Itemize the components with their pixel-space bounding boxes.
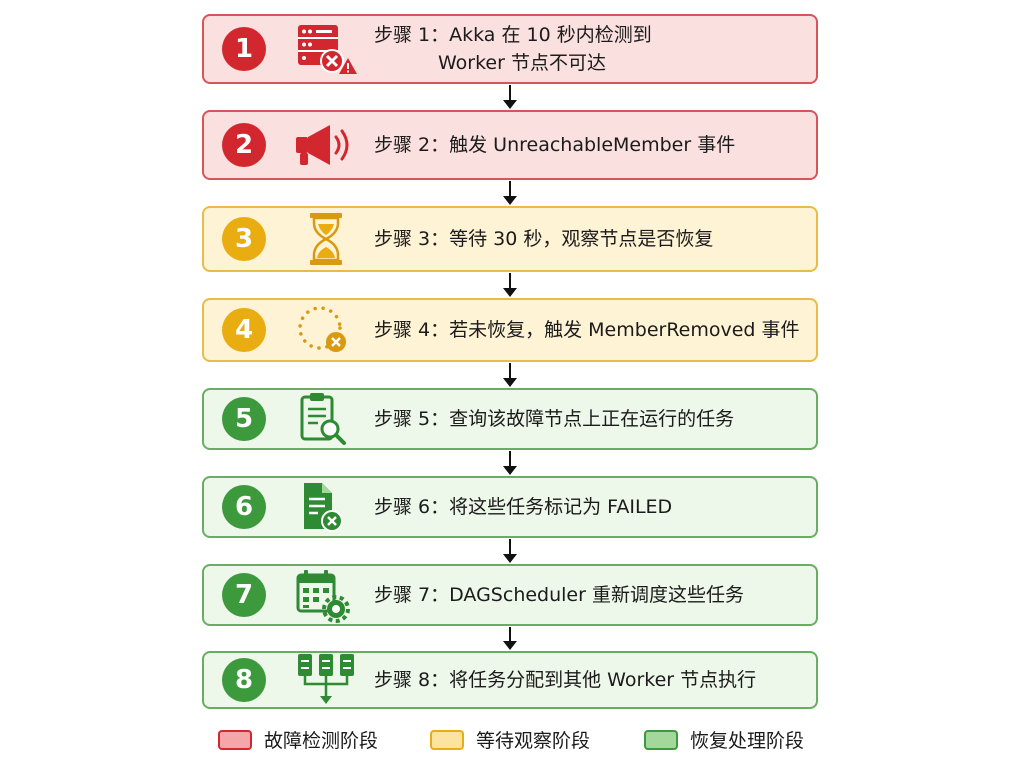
step-4-number: 4 [222,308,266,352]
arrow-5-6 [503,451,517,475]
legend-label-waiting: 等待观察阶段 [476,730,591,752]
arrow-1-2 [503,85,517,109]
step-3-number: 3 [222,217,266,261]
arrow-2-3 [503,181,517,205]
step-4-box: 4 步骤 4：若未恢复，触发 MemberRemoved 事件 [202,298,818,362]
step-6-label: 步骤 6：将这些任务标记为 FAILED [374,496,673,518]
legend-item-recovery: 恢复处理阶段 [644,726,804,753]
arrow-6-7 [503,539,517,563]
step-1-box: 1 步骤 1：Akka 在 10 秒内检测到 W [202,14,818,84]
legend-item-waiting: 等待观察阶段 [430,726,590,753]
arrow-7-8 [503,627,517,650]
legend-swatch-red [218,729,252,750]
legend-label-recovery: 恢复处理阶段 [690,730,805,752]
legend-swatch-yellow [430,729,464,750]
hourglass-icon [292,211,360,267]
arrow-3-4 [503,273,517,297]
step-5-box: 5 步骤 5：查询该故障节点上正在运行的任务 [202,388,818,450]
step-2-number: 2 [222,123,266,167]
step-7-number: 7 [222,573,266,617]
step-6-box: 6 步骤 6：将这些任务标记为 FAILED [202,476,818,538]
step-1-label-line2: Worker 节点不可达 [438,52,606,74]
legend-label-detection: 故障检测阶段 [264,730,379,752]
legend-item-detection: 故障检测阶段 [218,726,378,753]
step-2-box: 2 步骤 2：触发 UnreachableMember 事件 [202,110,818,180]
calendar-gear-icon [292,567,360,623]
megaphone-icon [292,117,360,173]
step-1-number: 1 [222,27,266,71]
dotted-circle-remove-icon [292,302,360,358]
document-x-icon [292,479,360,535]
step-8-label: 步骤 8：将任务分配到其他 Worker 节点执行 [374,669,757,691]
step-1-label: 步骤 1：Akka 在 10 秒内检测到 [374,24,652,46]
step-7-label: 步骤 7：DAGScheduler 重新调度这些任务 [374,584,744,606]
step-2-label: 步骤 2：触发 UnreachableMember 事件 [374,134,736,156]
clipboard-search-icon [292,391,360,447]
step-6-number: 6 [222,485,266,529]
legend-swatch-green [644,729,678,750]
servers-distribute-icon [292,652,360,708]
step-8-number: 8 [222,658,266,702]
step-8-box: 8 步骤 8：将任务分配到其他 Worker 节点执行 [202,651,818,709]
step-5-label: 步骤 5：查询该故障节点上正在运行的任务 [374,408,735,430]
step-7-box: 7 步骤 7：DAGScheduler 重新调度这些任务 [202,564,818,626]
step-4-label: 步骤 4：若未恢复，触发 MemberRemoved 事件 [374,319,800,341]
step-3-box: 3 步骤 3：等待 30 秒，观察节点是否恢复 [202,206,818,272]
arrow-4-5 [503,363,517,387]
server-error-icon [292,21,360,77]
step-5-number: 5 [222,397,266,441]
step-3-label: 步骤 3：等待 30 秒，观察节点是否恢复 [374,228,714,250]
